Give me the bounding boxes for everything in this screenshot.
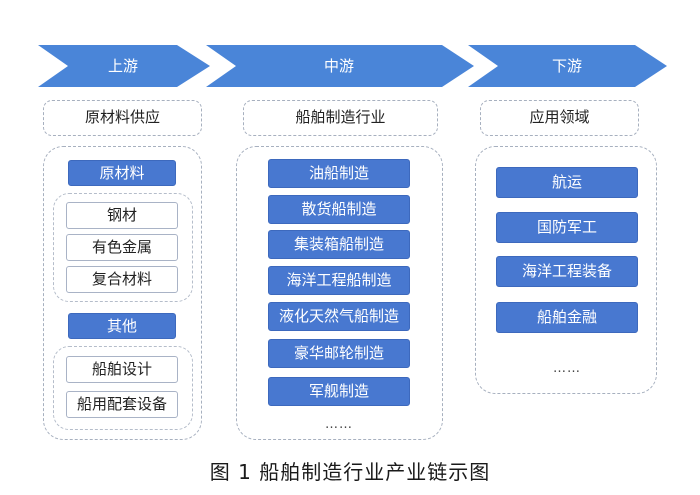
- item-ship-design: 船舶设计: [66, 356, 178, 383]
- midstream-item-container-ship: 集装箱船制造: [268, 230, 410, 259]
- midstream-arrow: [206, 45, 474, 87]
- figure-caption: 图 1 船舶制造行业产业链示图: [209, 460, 491, 484]
- downstream-item-offshore-equipment: 海洋工程装备: [496, 256, 638, 287]
- upstream-arrow: [38, 45, 210, 87]
- downstream-header: 应用领域: [480, 100, 639, 136]
- upstream-header: 原材料供应: [43, 100, 202, 136]
- stage-label-downstream: 下游: [551, 57, 582, 75]
- material-composites: 复合材料: [66, 266, 178, 293]
- midstream-item-cruise-ship: 豪华邮轮制造: [268, 339, 410, 368]
- stage-label-midstream: 中游: [323, 57, 354, 75]
- midstream-more: ……: [325, 417, 353, 432]
- midstream-item-bulk-carrier: 散货船制造: [268, 195, 410, 224]
- material-steel: 钢材: [66, 202, 178, 229]
- downstream-more: ……: [553, 361, 581, 376]
- raw-materials-title: 原材料: [68, 160, 176, 186]
- midstream-item-offshore-vessel: 海洋工程船制造: [268, 266, 410, 295]
- downstream-item-ship-finance: 船舶金融: [496, 302, 638, 333]
- downstream-item-defense: 国防军工: [496, 212, 638, 243]
- downstream-arrow: [468, 45, 667, 87]
- stage-arrow-banner: [38, 45, 667, 87]
- stage-label-upstream: 上游: [107, 57, 138, 75]
- item-marine-equipment: 船用配套设备: [66, 391, 178, 418]
- midstream-item-oil-tanker: 油船制造: [268, 159, 410, 188]
- midstream-item-lng-carrier: 液化天然气船制造: [268, 302, 410, 331]
- material-nonferrous-metals: 有色金属: [66, 234, 178, 261]
- others-title: 其他: [68, 313, 176, 339]
- downstream-item-shipping: 航运: [496, 167, 638, 198]
- midstream-header: 船舶制造行业: [243, 100, 438, 136]
- midstream-item-warship: 军舰制造: [268, 377, 410, 406]
